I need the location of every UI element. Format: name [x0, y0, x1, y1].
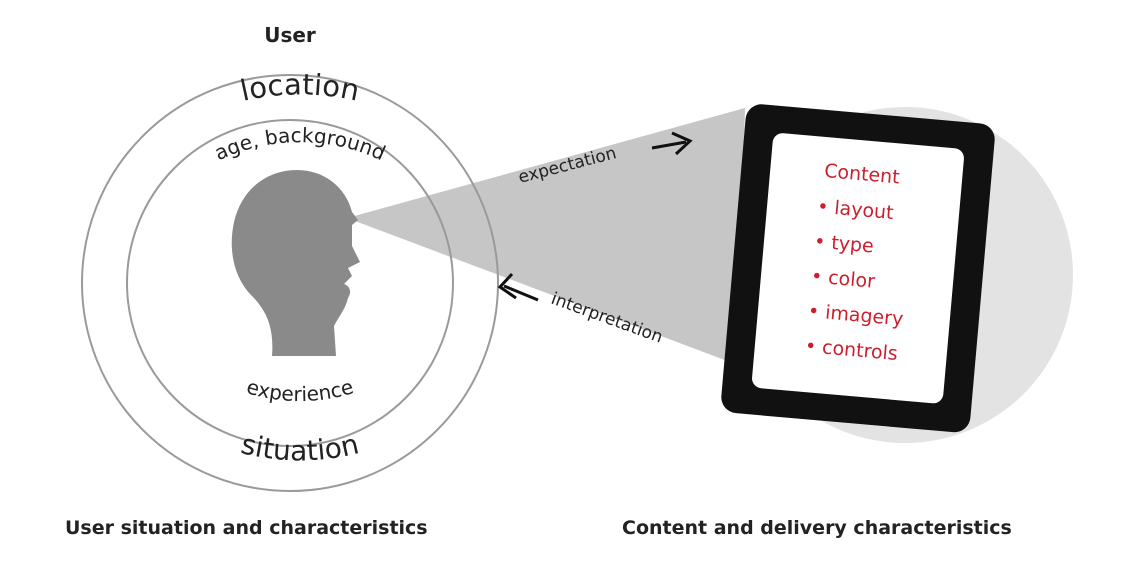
viewing-cone	[347, 108, 745, 365]
content-item: • type	[813, 230, 874, 257]
outer-ring	[81, 74, 499, 492]
interpretation-arrow-icon	[497, 272, 539, 302]
device-caption: Content and delivery characteristics	[622, 517, 1012, 539]
head-icon	[231, 170, 360, 356]
content-item: • layout	[816, 196, 894, 225]
inner-ring-bottom-label: experience	[244, 374, 356, 406]
expectation-arrow-icon	[651, 131, 693, 156]
user-caption: User situation and characteristics	[65, 517, 428, 539]
tablet-device	[721, 104, 995, 433]
outer-ring-top-label: location	[237, 67, 362, 108]
outer-ring-bottom-label: situation	[238, 427, 362, 467]
inner-ring	[126, 119, 454, 447]
tablet-screen	[752, 133, 964, 404]
user-title: User	[264, 23, 316, 47]
